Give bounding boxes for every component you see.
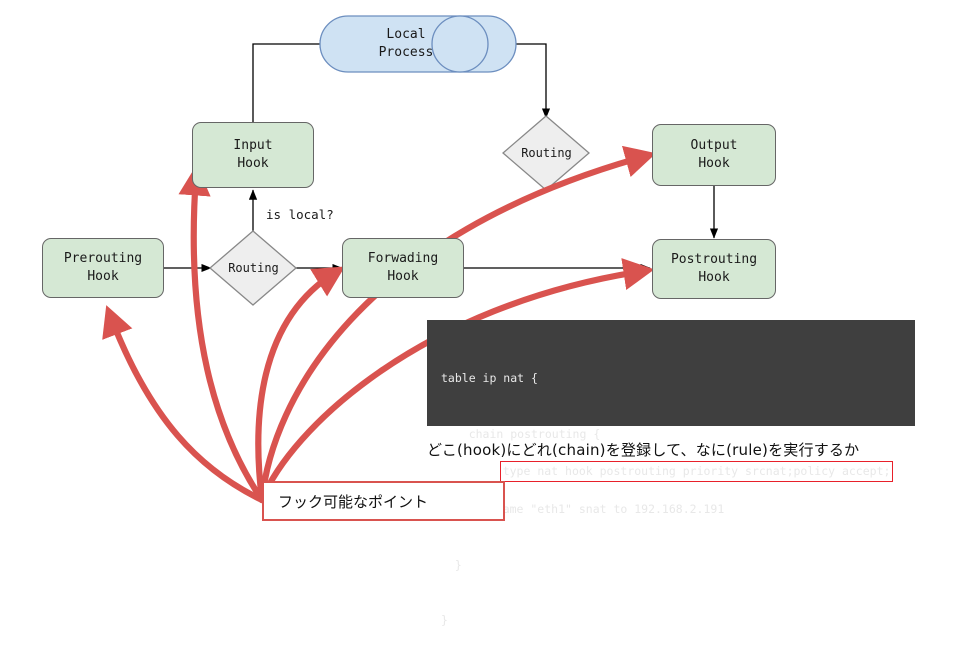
code-line: oifname "eth1" snat to 192.168.2.191	[475, 501, 725, 516]
node-routing-upper-label: Routing	[521, 146, 572, 160]
node-routing-lower[interactable]: Routing	[211, 256, 296, 280]
node-prerouting-hook-label: Prerouting Hook	[63, 251, 143, 284]
red-arrow-to-postrouting	[258, 258, 655, 504]
node-input-hook[interactable]: Input Hook	[192, 122, 314, 188]
edge-local-process-to-routing-upper	[505, 43, 551, 119]
code-line: }	[441, 557, 462, 572]
edge-label-is-local: is local?	[266, 207, 334, 222]
diagram-caption: どこ(hook)にどれ(chain)を登録して、なに(rule)を実行するか	[427, 441, 860, 459]
diagram-canvas: Prerouting Hook Input Hook Forwading Hoo…	[42, 15, 915, 628]
node-output-hook-label: Output Hook	[690, 138, 738, 171]
red-arrow-to-forwarding	[255, 266, 345, 504]
node-postrouting-hook[interactable]: Postrouting Hook	[652, 239, 776, 299]
node-forwarding-hook-label: Forwading Hook	[367, 251, 439, 284]
nftables-code-block: table ip nat { chain postrouting { type …	[427, 320, 915, 627]
node-routing-lower-label: Routing	[228, 261, 279, 275]
node-forwarding-hook[interactable]: Forwading Hook	[342, 238, 464, 298]
hookable-point-arrows-layer	[102, 145, 657, 504]
shapes-layer	[209, 15, 590, 306]
node-input-hook-label: Input Hook	[233, 138, 273, 171]
node-local-process-label: Local Process	[378, 27, 434, 60]
node-output-hook[interactable]: Output Hook	[652, 124, 776, 186]
code-line-highlighted: type nat hook postrouting priority srcna…	[499, 461, 894, 482]
node-local-process[interactable]: Local Process	[348, 16, 464, 72]
hookable-point-callout-label: フック可能なポイント	[278, 492, 429, 511]
code-line: chain postrouting {	[441, 427, 601, 442]
edge-input-to-local-process	[252, 39, 330, 122]
hookable-point-callout[interactable]: フック可能なポイント	[262, 481, 505, 521]
red-arrow-to-output	[258, 145, 657, 504]
red-arrow-to-input	[178, 164, 266, 504]
local-process-cylinder	[319, 15, 517, 73]
node-postrouting-hook-label: Postrouting Hook	[670, 252, 758, 285]
code-line: table ip nat {	[441, 371, 538, 386]
red-arrow-to-prerouting	[102, 305, 266, 504]
node-prerouting-hook[interactable]: Prerouting Hook	[42, 238, 164, 298]
code-line: }	[441, 613, 448, 628]
node-routing-upper[interactable]: Routing	[504, 141, 589, 165]
routing-lower-diamond	[209, 230, 297, 306]
